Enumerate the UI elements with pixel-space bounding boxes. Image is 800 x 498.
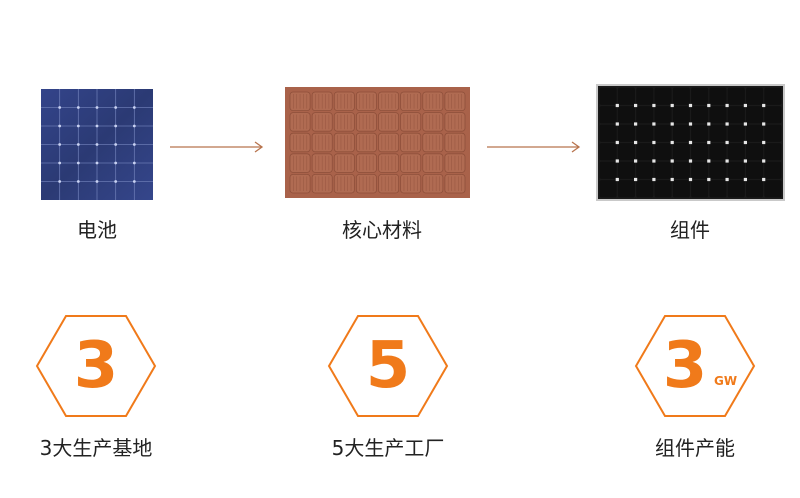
flow-arrow-1 <box>170 141 264 153</box>
stat-unit-capacity: GW <box>714 374 738 388</box>
stat-hexagon-bases: 3 <box>35 315 157 417</box>
solar-module-image <box>596 84 785 201</box>
stat-label-capacity: 组件产能 <box>655 436 735 460</box>
step-label-module: 组件 <box>670 218 710 242</box>
flow-arrow-2 <box>487 141 581 153</box>
stat-number-capacity: 3 <box>662 329 708 403</box>
step-label-core-material: 核心材料 <box>342 218 422 242</box>
stat-number-bases: 3 <box>73 329 119 403</box>
step-label-cell: 电池 <box>77 218 117 242</box>
core-material-image <box>285 87 470 198</box>
stat-hexagon-capacity: 3 GW <box>634 315 756 417</box>
solar-cell-image <box>41 89 153 200</box>
stat-hexagon-factories: 5 <box>327 315 449 417</box>
stat-label-factories: 5大生产工厂 <box>331 436 445 460</box>
stat-number-factories: 5 <box>365 329 411 403</box>
stat-label-bases: 3大生产基地 <box>39 436 153 460</box>
